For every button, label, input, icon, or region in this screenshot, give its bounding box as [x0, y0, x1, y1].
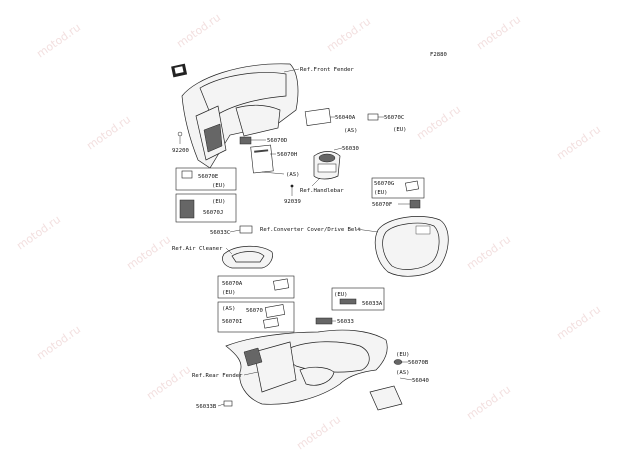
- part-56070D: 56070D: [267, 138, 288, 144]
- watermark: motod.ru: [464, 383, 513, 423]
- watermark: motod.ru: [14, 213, 63, 253]
- ref-air-cleaner: Ref.Air Cleaner: [172, 246, 223, 252]
- ref-converter-cover: Ref.Converter Cover/Drive Belt: [260, 227, 361, 233]
- watermark: motod.ru: [34, 21, 83, 61]
- part-56030: 56030: [342, 146, 359, 152]
- part-56033B: 56033B: [196, 404, 217, 410]
- air-cleaner-drawing: [222, 245, 273, 269]
- ref-rear-fender: Ref.Rear Fender: [192, 373, 243, 379]
- part-56070E: 56070E: [198, 174, 219, 180]
- front-direction-icon: [171, 63, 188, 78]
- watermark: motod.ru: [174, 11, 223, 51]
- part-56070F: 56070F: [372, 202, 393, 208]
- part-56040A-note: (AS): [344, 128, 357, 134]
- part-56070I: 56070I: [222, 319, 242, 325]
- watermark: motod.ru: [294, 413, 343, 453]
- part-56070: 56070: [246, 308, 263, 314]
- part-56070G-note: (EU): [374, 190, 387, 196]
- part-92039: 92039: [284, 199, 301, 205]
- converter-cover-drawing: [374, 216, 449, 277]
- watermark: motod.ru: [554, 303, 603, 343]
- part-56040: 56040: [412, 378, 429, 384]
- watermark: motod.ru: [464, 233, 513, 273]
- part-56033A-note: (EU): [334, 292, 347, 298]
- part-56070H: 56070H: [277, 152, 297, 158]
- part-56070C-note: (EU): [393, 127, 406, 133]
- ref-front-fender: Ref.Front Fender: [300, 67, 355, 73]
- part-56070A-note: (EU): [222, 290, 235, 296]
- handlebar-cover-drawing: [313, 151, 341, 180]
- part-56033: 56033: [337, 319, 354, 325]
- watermark: motod.ru: [474, 13, 523, 53]
- watermark: motod.ru: [324, 15, 373, 55]
- part-56070B-note: (EU): [396, 352, 409, 358]
- front-fender-drawing: [181, 63, 299, 169]
- watermark: motod.ru: [84, 113, 133, 153]
- part-56040-note: (AS): [396, 370, 409, 376]
- figure-code: F2880: [430, 52, 447, 58]
- part-56070A: 56070A: [222, 281, 243, 287]
- watermark: motod.ru: [124, 233, 173, 273]
- watermark: motod.ru: [414, 103, 463, 143]
- part-56033C: 56033C: [210, 230, 230, 236]
- part-92200: 92200: [172, 148, 189, 154]
- part-56070J: 56070J: [203, 210, 223, 216]
- part-56070E-note: (EU): [212, 183, 225, 189]
- part-56070-note: (AS): [222, 306, 235, 312]
- rear-fender-drawing: [225, 329, 388, 405]
- part-56033A: 56033A: [362, 301, 383, 307]
- part-56070C: 56070C: [384, 115, 404, 121]
- ref-handlebar: Ref.Handlebar: [300, 188, 344, 194]
- part-56070G: 56070G: [374, 181, 395, 187]
- watermark: motod.ru: [554, 123, 603, 163]
- part-56070B: 56070B: [408, 360, 429, 366]
- part-56070J-note: (EU): [212, 199, 225, 205]
- part-56040A: 56040A: [335, 115, 356, 121]
- part-56070H-note: (AS): [286, 172, 299, 178]
- watermark: motod.ru: [144, 363, 193, 403]
- watermark: motod.ru: [34, 323, 83, 363]
